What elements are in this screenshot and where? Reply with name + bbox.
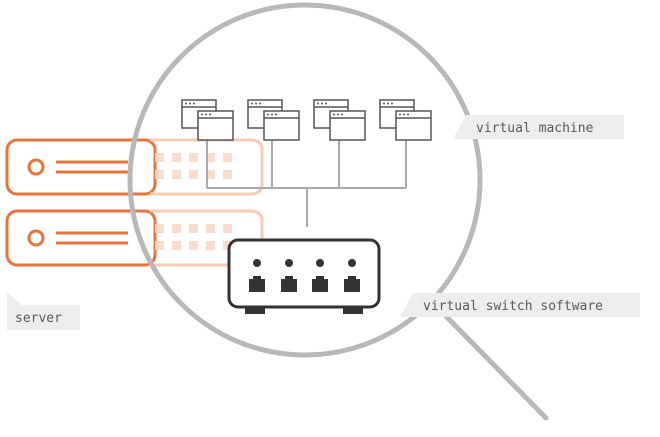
- vm-switch-connectors: [206, 140, 407, 227]
- server-rack-icon: [5, 138, 157, 267]
- vm-icon-1: [181, 99, 234, 141]
- network-switch-icon: [227, 238, 381, 314]
- magnifying-glass-icon: [127, 2, 549, 421]
- server-unit-2: [5, 209, 157, 267]
- virtual-switch-tag: virtual switch software: [400, 293, 640, 317]
- server-unit-1: [5, 138, 157, 196]
- server-tag: server: [7, 292, 80, 330]
- server-label: server: [15, 311, 62, 326]
- vm-icon-2: [247, 99, 300, 141]
- vm-icon-4: [379, 99, 432, 141]
- virtual-machine-tag: virtual machine: [453, 115, 624, 139]
- vm-icon-3: [313, 99, 366, 141]
- virtual-switch-label: virtual switch software: [423, 299, 603, 314]
- virtual-machine-label: virtual machine: [476, 121, 594, 136]
